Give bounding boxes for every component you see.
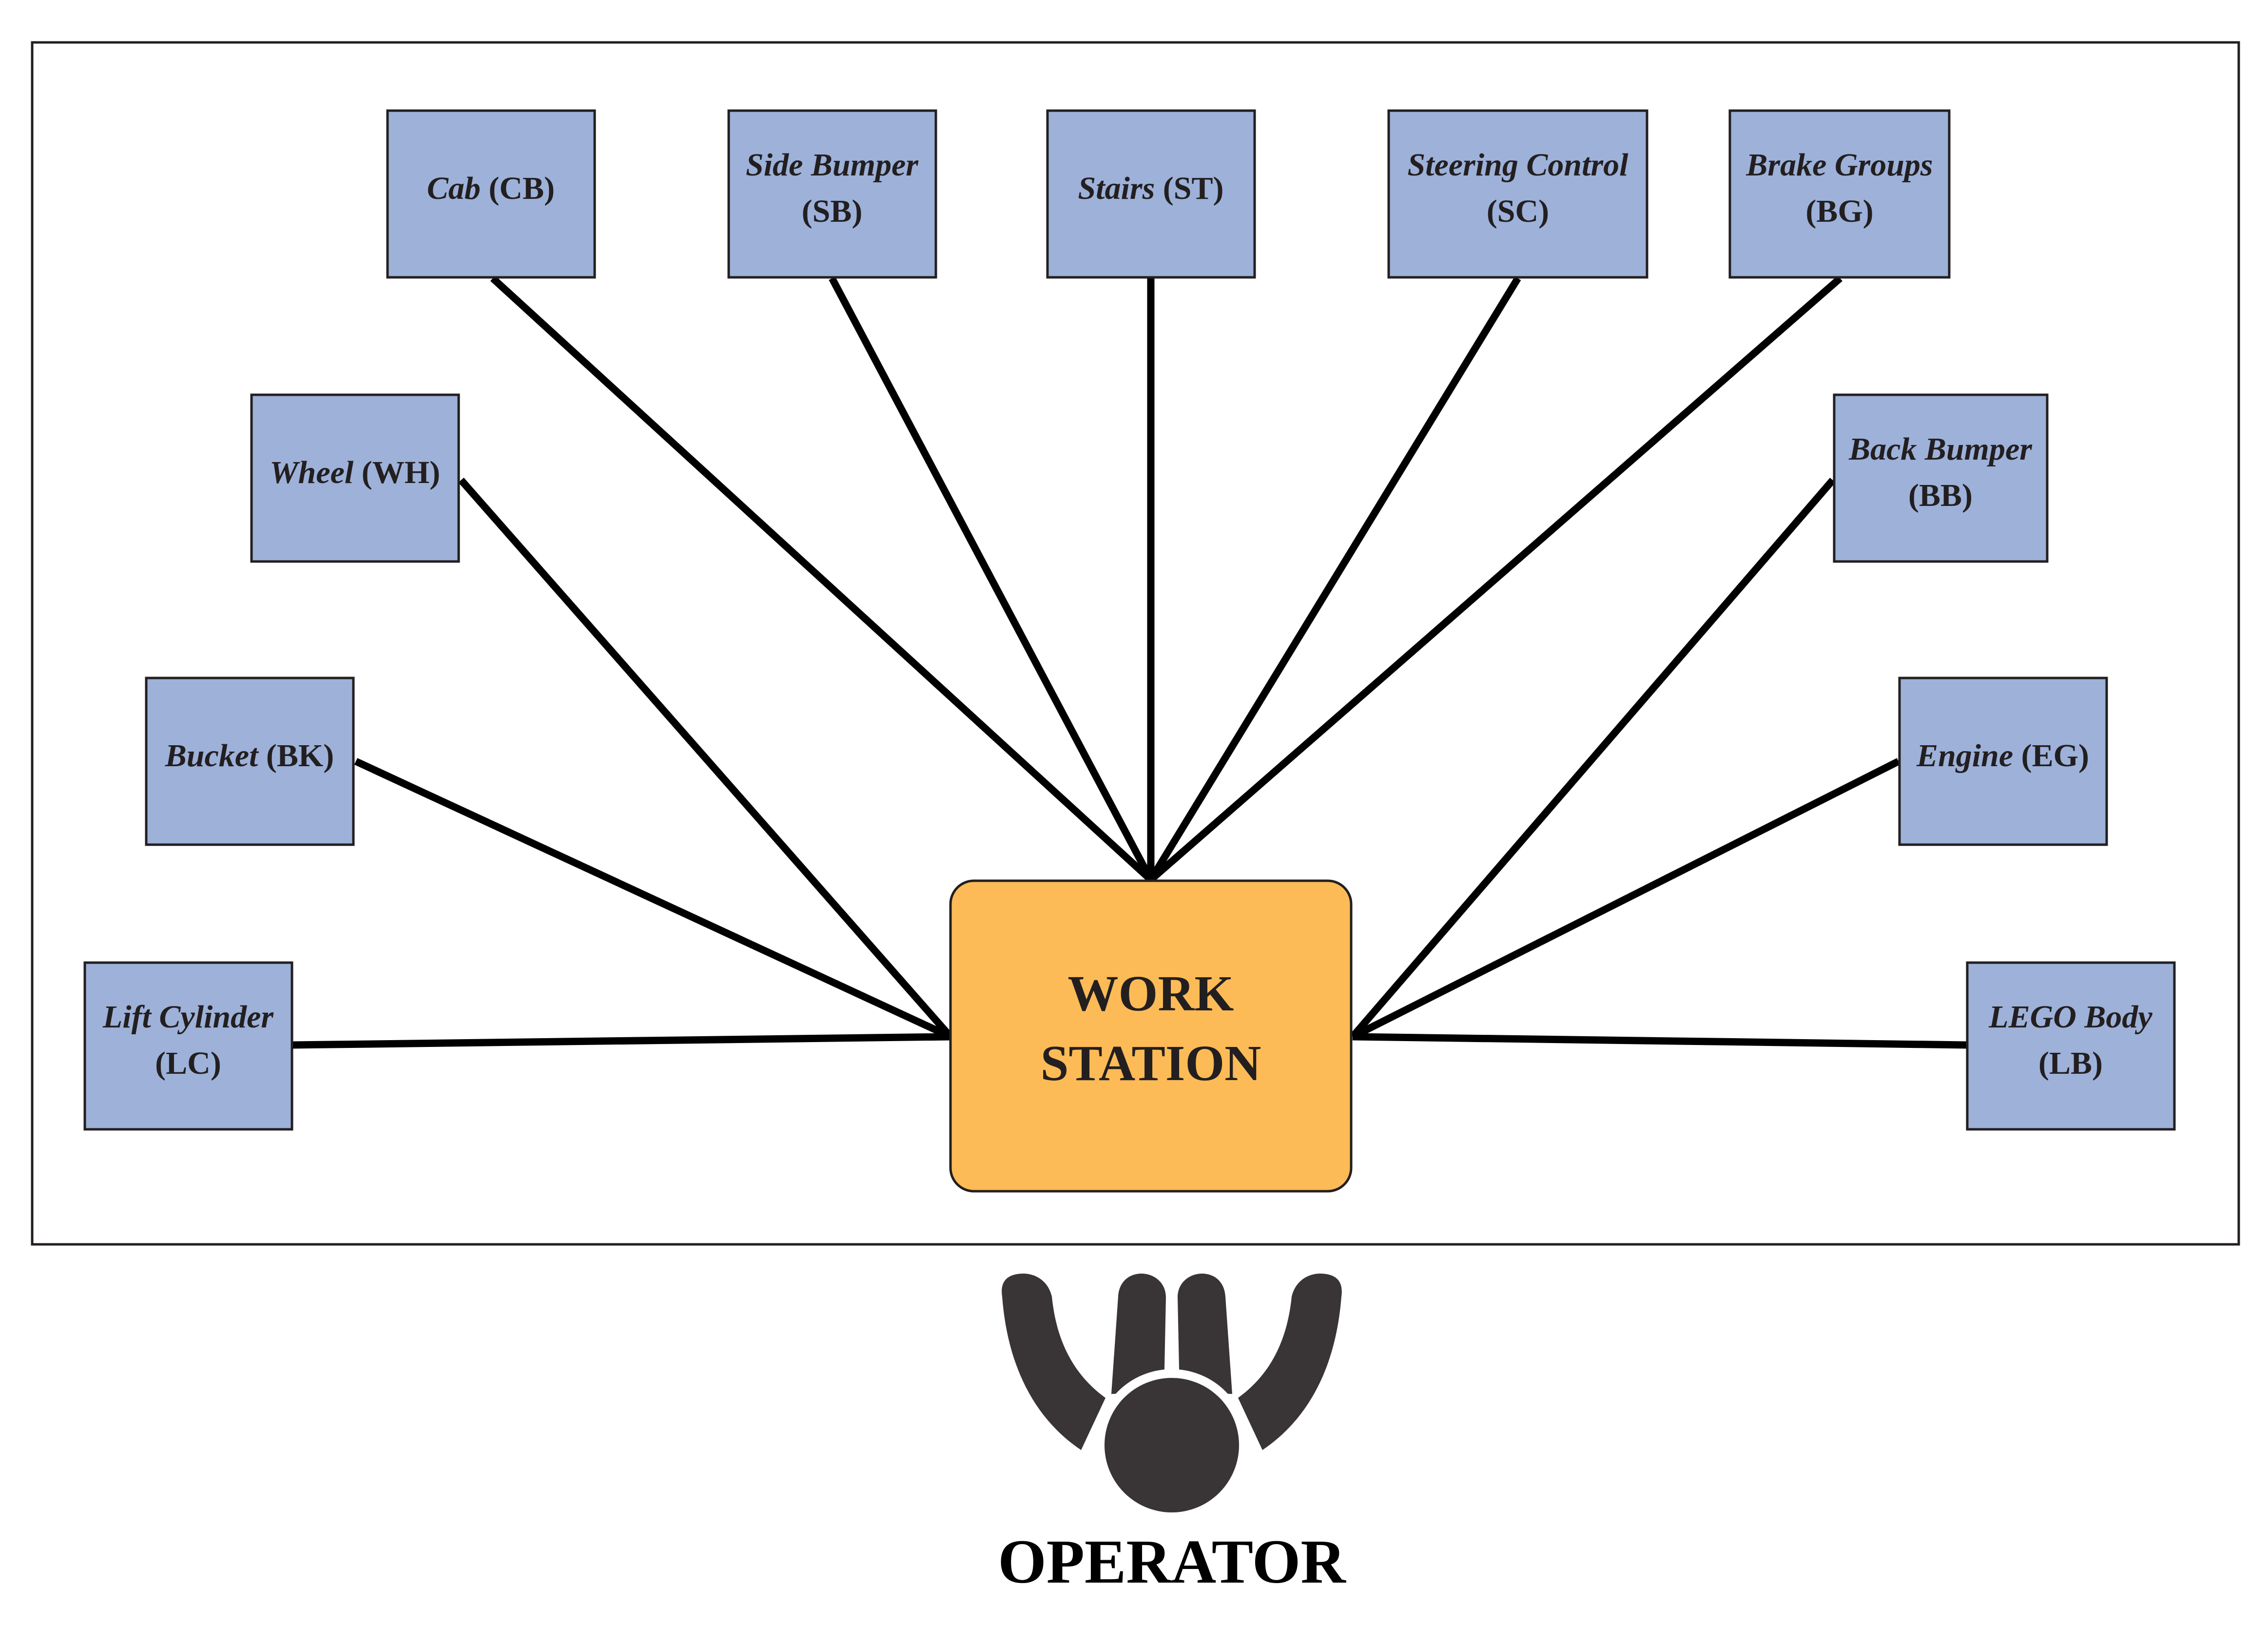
component-code: (LC) [155, 1045, 221, 1081]
operator-label: OPERATOR [998, 1527, 1346, 1596]
component-label: Engine (EG) [1916, 738, 2089, 774]
component-code: (SC) [1487, 194, 1549, 229]
connector-bucket [354, 758, 952, 1040]
connector-steering-control [1147, 276, 1521, 882]
component-engine: Engine (EG) [1898, 677, 2108, 846]
component-code: (CB) [488, 171, 555, 206]
component-brake-groups: Brake Groups (BG) [1728, 109, 1951, 279]
connector-back-bumper [1350, 478, 1836, 1039]
component-label: Bucket (BK) [165, 738, 334, 774]
component-code: (SB) [802, 194, 863, 229]
component-box [1046, 109, 1256, 279]
component-box [1387, 109, 1648, 279]
component-lift-cylinder: Lift Cylinder (LC) [83, 961, 293, 1131]
head-icon [1105, 1378, 1239, 1512]
left-hand-icon [1111, 1274, 1166, 1394]
component-name: Stairs [1078, 171, 1155, 206]
component-name: Bucket [165, 738, 259, 774]
component-steering-control: Steering Control (SC) [1387, 109, 1648, 279]
component-name: Brake Groups [1745, 147, 1933, 183]
connectors [292, 275, 1967, 1049]
component-bucket: Bucket (BK) [145, 677, 355, 846]
component-code: (LB) [2038, 1045, 2103, 1081]
right-hand-icon [1178, 1274, 1232, 1394]
component-code: (WH) [362, 455, 440, 490]
workstation-label-line1: WORK [1068, 966, 1234, 1022]
component-box [1833, 393, 2049, 563]
component-back-bumper: Back Bumper (BB) [1833, 393, 2049, 563]
component-name: Engine [1916, 738, 2013, 774]
component-lego-body: LEGO Body (LB) [1966, 961, 2176, 1131]
right-arm-icon [1238, 1274, 1342, 1450]
component-box [1728, 109, 1951, 279]
component-name: Side Bumper [746, 147, 919, 183]
component-side-bumper: Side Bumper (SB) [727, 109, 937, 279]
component-name: LEGO Body [1988, 999, 2152, 1035]
component-box [83, 961, 293, 1131]
component-name: Cab [427, 171, 481, 206]
workstation-box [949, 879, 1353, 1193]
workstation-label-line2: STATION [1041, 1035, 1261, 1091]
component-label: Stairs (ST) [1078, 171, 1224, 206]
connector-brake-groups [1148, 275, 1842, 883]
component-label: Cab (CB) [427, 171, 555, 206]
component-name: Lift Cylinder [102, 999, 274, 1035]
connector-side-bumper [829, 276, 1154, 882]
workstation: WORK STATION [949, 879, 1353, 1193]
component-code: (ST) [1163, 171, 1224, 206]
component-wheel: Wheel (WH) [250, 393, 460, 563]
connector-engine [1351, 758, 1900, 1040]
left-arm-icon [1002, 1274, 1105, 1450]
component-box [727, 109, 937, 279]
component-stairs: Stairs (ST) [1046, 109, 1256, 279]
component-code: (EG) [2021, 738, 2089, 774]
component-code: (BG) [1805, 194, 1873, 229]
diagram-frame [31, 41, 2240, 1246]
component-code: (BB) [1908, 478, 1973, 513]
component-box [386, 109, 596, 279]
component-code: (BK) [266, 738, 334, 774]
component-box [1966, 961, 2176, 1131]
connector-wheel [458, 478, 953, 1039]
component-box [1898, 677, 2108, 846]
connector-lift-cylinder [292, 1033, 951, 1049]
connector-cab [490, 275, 1154, 883]
operator-person-icon [1002, 1274, 1342, 1521]
component-name: Back Bumper [1848, 431, 2033, 467]
component-box [250, 393, 460, 563]
component-box [145, 677, 355, 846]
component-name: Steering Control [1408, 147, 1629, 183]
connector-lego-body [1352, 1033, 1967, 1049]
component-name: Wheel [270, 455, 354, 490]
component-cab: Cab (CB) [386, 109, 596, 279]
component-label: Wheel (WH) [270, 455, 440, 490]
